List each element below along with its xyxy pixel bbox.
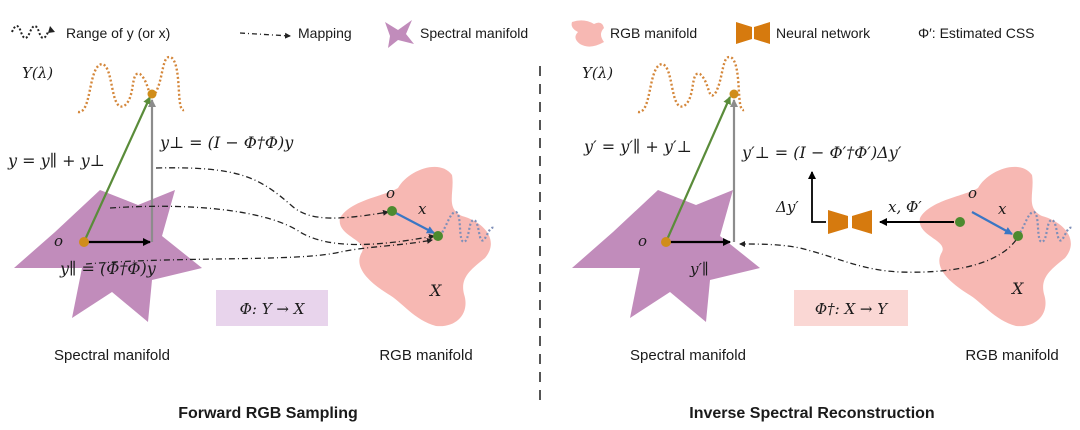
inverse-title: Inverse Spectral Reconstruction xyxy=(689,405,934,422)
forward-x-label: x xyxy=(418,200,427,218)
forward-title: Forward RGB Sampling xyxy=(178,405,358,422)
inverse-rgb-caption: RGB manifold xyxy=(965,347,1058,364)
forward-y-perp-eq: y⊥ = (I − Φ†Φ)y xyxy=(159,133,294,152)
legend-spectral-label: Spectral manifold xyxy=(420,25,528,41)
inverse-range-curve-spectral xyxy=(637,55,746,114)
inverse-origin-point xyxy=(661,237,671,247)
legend-network-icon xyxy=(736,22,770,44)
forward-mapping-box-text: Φ: Y → X xyxy=(240,300,306,318)
forward-y-point xyxy=(147,89,157,99)
inverse-y-par-label: y′∥ xyxy=(689,260,709,278)
forward-spectral-caption: Spectral manifold xyxy=(54,347,170,364)
forward-y-par-eq: y∥ = (Φ†Φ)y xyxy=(59,259,157,278)
inverse-x-label: x xyxy=(998,200,1007,218)
inverse-delta-arrow xyxy=(808,171,826,223)
forward-mapping-curve-3 xyxy=(85,237,433,265)
forward-origin-point xyxy=(79,237,89,247)
inverse-panel: Y(λ) y′ = y′∥ + y′⊥ y′⊥ = (I − Φ′†Φ′)Δy′… xyxy=(572,55,1073,422)
inverse-rgb-origin-point xyxy=(955,217,965,227)
inverse-X-label: X xyxy=(1010,279,1024,298)
inverse-spectral-manifold xyxy=(572,190,760,322)
forward-panel: Y(λ) y = y∥ + y⊥ y⊥ = (I − Φ†Φ)y y∥ = (Φ… xyxy=(7,55,495,422)
forward-rgb-manifold xyxy=(339,166,491,327)
forward-mapping-curve-2 xyxy=(109,205,435,246)
legend-range-icon xyxy=(11,25,49,39)
inverse-vector-x xyxy=(971,211,1013,235)
forward-vector-x xyxy=(391,210,435,234)
inverse-mapping-box xyxy=(794,290,908,326)
inverse-spectral-caption: Spectral manifold xyxy=(630,347,746,364)
forward-range-curve-spectral xyxy=(77,55,186,114)
inverse-y-lambda: Y(λ) xyxy=(582,64,613,82)
forward-rgb-origin-point xyxy=(387,206,397,216)
inverse-neural-network xyxy=(828,210,872,234)
inverse-x-phi-label: x, Φ′ xyxy=(888,198,922,216)
forward-mapping-box xyxy=(216,290,328,326)
inverse-rgb-origin-label: o xyxy=(968,184,977,202)
forward-spectral-manifold xyxy=(14,190,202,322)
inverse-y-point xyxy=(729,89,739,99)
inverse-mapping-curve xyxy=(739,239,1017,273)
inverse-delta-label: Δy′ xyxy=(775,198,799,216)
forward-rgb-origin-label: o xyxy=(386,184,395,202)
forward-y-lambda: Y(λ) xyxy=(22,64,53,82)
inverse-y-perp-eq: y′⊥ = (I − Φ′†Φ′)Δy′ xyxy=(741,143,902,162)
forward-vector-y xyxy=(82,96,152,243)
legend-spectral-icon xyxy=(385,20,414,48)
forward-origin-label: o xyxy=(54,232,63,250)
legend-range-arrowhead xyxy=(48,26,55,33)
legend-rgb-label: RGB manifold xyxy=(610,25,697,41)
legend-rgb-icon xyxy=(571,20,604,47)
legend-mapping-icon xyxy=(239,32,291,39)
forward-y-decomp: y = y∥ + y⊥ xyxy=(7,151,105,170)
legend: Range of y (or x) Mapping Spectral manif… xyxy=(11,20,1035,48)
inverse-vector-y xyxy=(664,96,732,243)
inverse-rgb-manifold xyxy=(919,166,1071,327)
inverse-y-decomp: y′ = y′∥ + y′⊥ xyxy=(583,137,692,156)
inverse-x-point xyxy=(1013,231,1023,241)
forward-x-point xyxy=(433,231,443,241)
legend-css-label: Φ′: Estimated CSS xyxy=(918,25,1035,41)
legend-mapping-label: Mapping xyxy=(298,25,352,41)
inverse-origin-label: o xyxy=(638,232,647,250)
legend-range-label: Range of y (or x) xyxy=(66,25,170,41)
inverse-mapping-box-text: Φ†: X → Y xyxy=(815,300,889,318)
forward-mapping-curve-1 xyxy=(155,167,389,219)
forward-rgb-caption: RGB manifold xyxy=(379,347,472,364)
legend-network-label: Neural network xyxy=(776,25,871,41)
forward-X-label: X xyxy=(428,281,442,300)
